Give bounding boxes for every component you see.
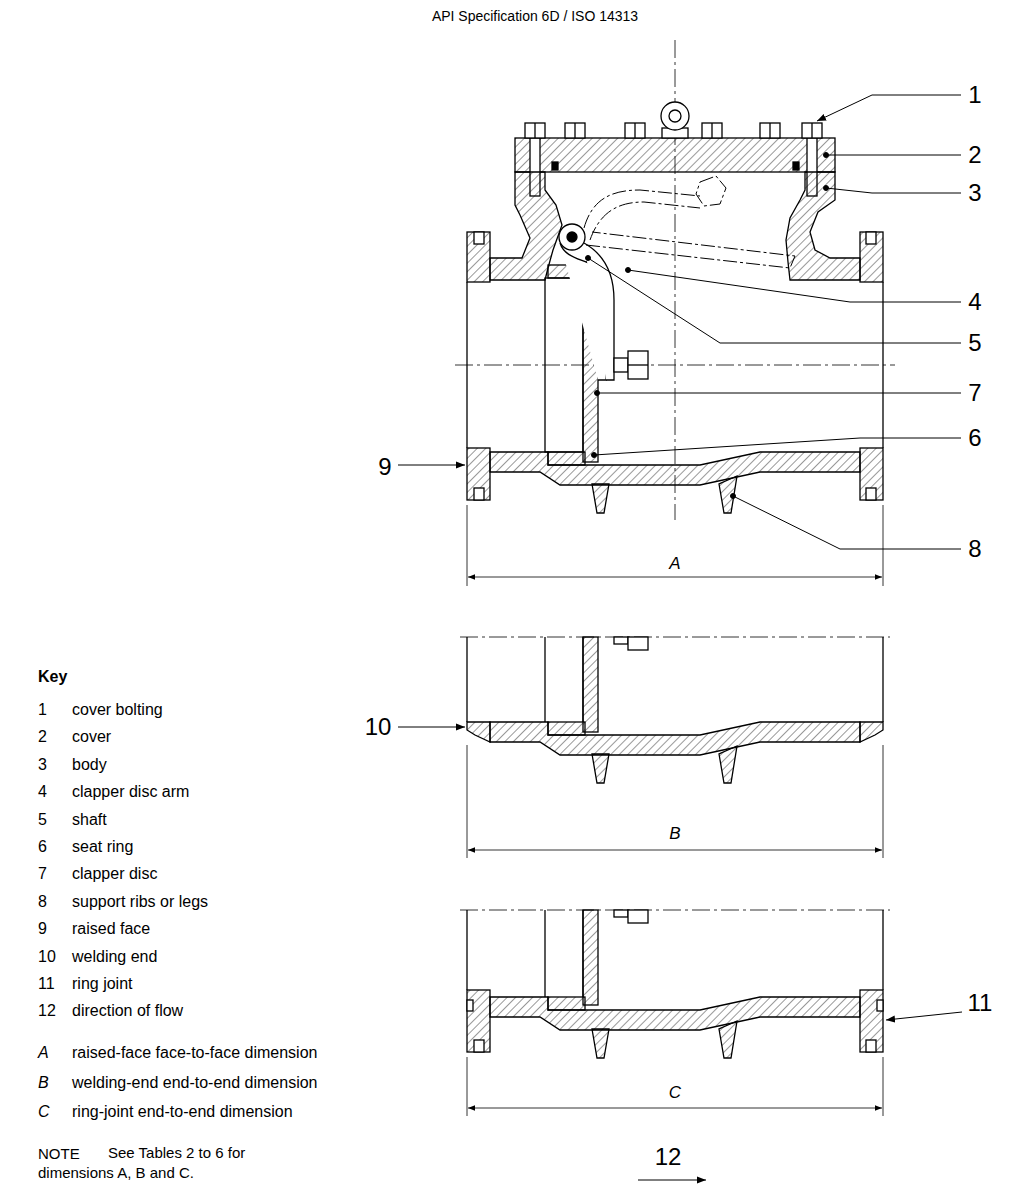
key-number: 10 (38, 949, 56, 965)
key-number: 11 (38, 976, 55, 992)
key-text: welding-end end-to-end dimension (72, 1075, 318, 1091)
key-number: 7 (38, 866, 47, 882)
dimension-letter: C (669, 1084, 681, 1101)
key-text: cover bolting (72, 702, 163, 718)
key-text: clapper disc (72, 866, 157, 882)
callout-number: 3 (968, 181, 981, 205)
ring-joint-view (460, 910, 890, 1116)
note-heading: NOTE (38, 1146, 80, 1161)
callout-number: 6 (968, 426, 981, 450)
callout-number: 1 (968, 83, 981, 107)
key-number: 2 (38, 729, 47, 745)
key-heading: Key (38, 669, 67, 685)
leader-lines (398, 95, 962, 1180)
key-number: 6 (38, 839, 47, 855)
key-number: 5 (38, 812, 47, 828)
callout-number: 8 (968, 537, 981, 561)
callout-number: 5 (968, 331, 981, 355)
callout-number: 10 (365, 715, 392, 739)
key-text: ring joint (72, 976, 132, 992)
welding-end-view (460, 637, 890, 858)
key-text: shaft (72, 812, 107, 828)
key-text: raised face (72, 921, 150, 937)
key-letter: B (38, 1075, 49, 1091)
key-number: 8 (38, 894, 47, 910)
callout-number: 4 (968, 290, 981, 314)
key-text: ring-joint end-to-end dimension (72, 1104, 293, 1120)
key-number: 3 (38, 757, 47, 773)
key-text: support ribs or legs (72, 894, 208, 910)
key-text: body (72, 757, 107, 773)
callout-number: 2 (968, 143, 981, 167)
key-number: 4 (38, 784, 47, 800)
key-number: 12 (38, 1003, 56, 1019)
key-letter: A (38, 1045, 49, 1061)
main-view (455, 40, 895, 586)
callout-number: 9 (378, 455, 391, 479)
callout-number: 11 (968, 991, 993, 1015)
key-text: welding end (72, 949, 157, 965)
dimension-letter: B (669, 825, 680, 842)
key-number: 9 (38, 921, 47, 937)
page-title: API Specification 6D / ISO 14313 (432, 9, 638, 23)
key-text: raised-face face-to-face dimension (72, 1045, 317, 1061)
key-text: seat ring (72, 839, 133, 855)
key-text: clapper disc arm (72, 784, 189, 800)
key-number: 1 (38, 702, 47, 718)
dimension-letter: A (669, 555, 680, 572)
note-text: See Tables 2 to 6 for dimensions A, B an… (38, 1143, 288, 1183)
key-text: cover (72, 729, 111, 745)
callout-number: 7 (968, 381, 981, 405)
callout-number: 12 (655, 1145, 682, 1169)
key-letter: C (38, 1104, 50, 1120)
key-text: direction of flow (72, 1003, 183, 1019)
